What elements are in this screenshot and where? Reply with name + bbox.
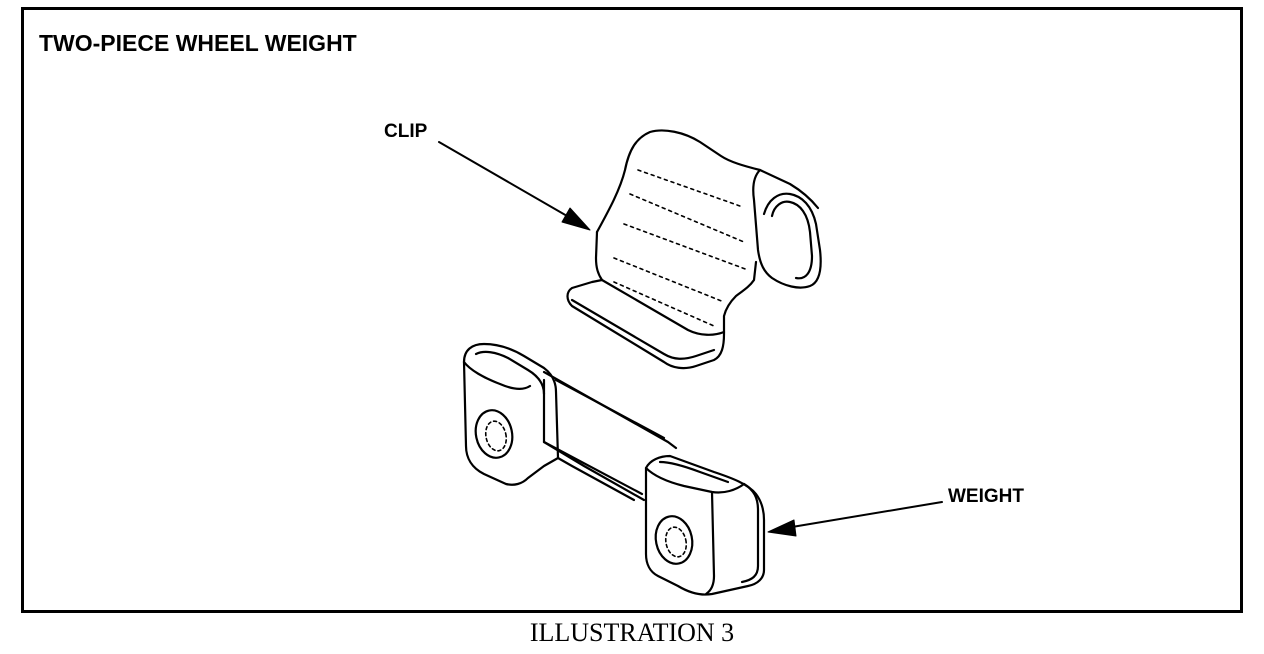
weight-right-face bbox=[740, 482, 760, 584]
weight-bar-top-2 bbox=[554, 378, 666, 440]
clip-leader bbox=[438, 141, 591, 231]
weight-left-block bbox=[462, 342, 560, 486]
weight-right-front-edge bbox=[704, 490, 716, 596]
weight-left-top-edge bbox=[462, 360, 532, 390]
weight-bar-front bbox=[542, 378, 646, 502]
figure-caption: ILLUSTRATION 3 bbox=[529, 618, 735, 647]
weight-right-hole-inner bbox=[664, 526, 688, 558]
weight-left-hole bbox=[474, 409, 514, 459]
clip-arrowhead bbox=[561, 207, 591, 231]
clip-part bbox=[566, 129, 822, 370]
clip-hatch-4 bbox=[613, 257, 725, 303]
clip-hatch-2 bbox=[629, 193, 745, 243]
clip-tube-outer bbox=[752, 168, 822, 289]
weight-leader-line bbox=[785, 501, 943, 529]
clip-hatch-5 bbox=[613, 281, 715, 327]
weight-right-top-inner bbox=[658, 460, 730, 484]
wheel-weight-drawing bbox=[438, 129, 943, 596]
weight-arrowhead bbox=[767, 519, 797, 537]
figure-title: TWO-PIECE WHEEL WEIGHT bbox=[39, 30, 357, 56]
clip-front-face bbox=[566, 230, 758, 370]
weight-left-top-inner bbox=[474, 350, 546, 396]
clip-flange-inner bbox=[570, 298, 716, 360]
clip-flange-fold bbox=[600, 278, 726, 336]
weight-bar-bottom bbox=[556, 456, 636, 502]
clip-hatch-1 bbox=[637, 169, 741, 207]
weight-right-block bbox=[644, 454, 766, 596]
weight-right-hole bbox=[654, 515, 694, 565]
clip-tube-inner bbox=[770, 200, 814, 280]
figure-frame: TWO-PIECE WHEEL WEIGHT bbox=[21, 7, 1243, 613]
weight-left-hole-inner bbox=[484, 420, 508, 452]
clip-outline-top bbox=[595, 129, 820, 234]
weight-leader bbox=[767, 501, 943, 537]
clip-hatch-3 bbox=[623, 223, 749, 271]
clip-leader-line bbox=[438, 141, 575, 221]
weight-right-top bbox=[644, 466, 746, 494]
weight-part bbox=[462, 342, 766, 596]
weight-label: WEIGHT bbox=[948, 486, 1024, 507]
weight-bar-inner bbox=[542, 440, 644, 496]
clip-label: CLIP bbox=[384, 121, 428, 142]
